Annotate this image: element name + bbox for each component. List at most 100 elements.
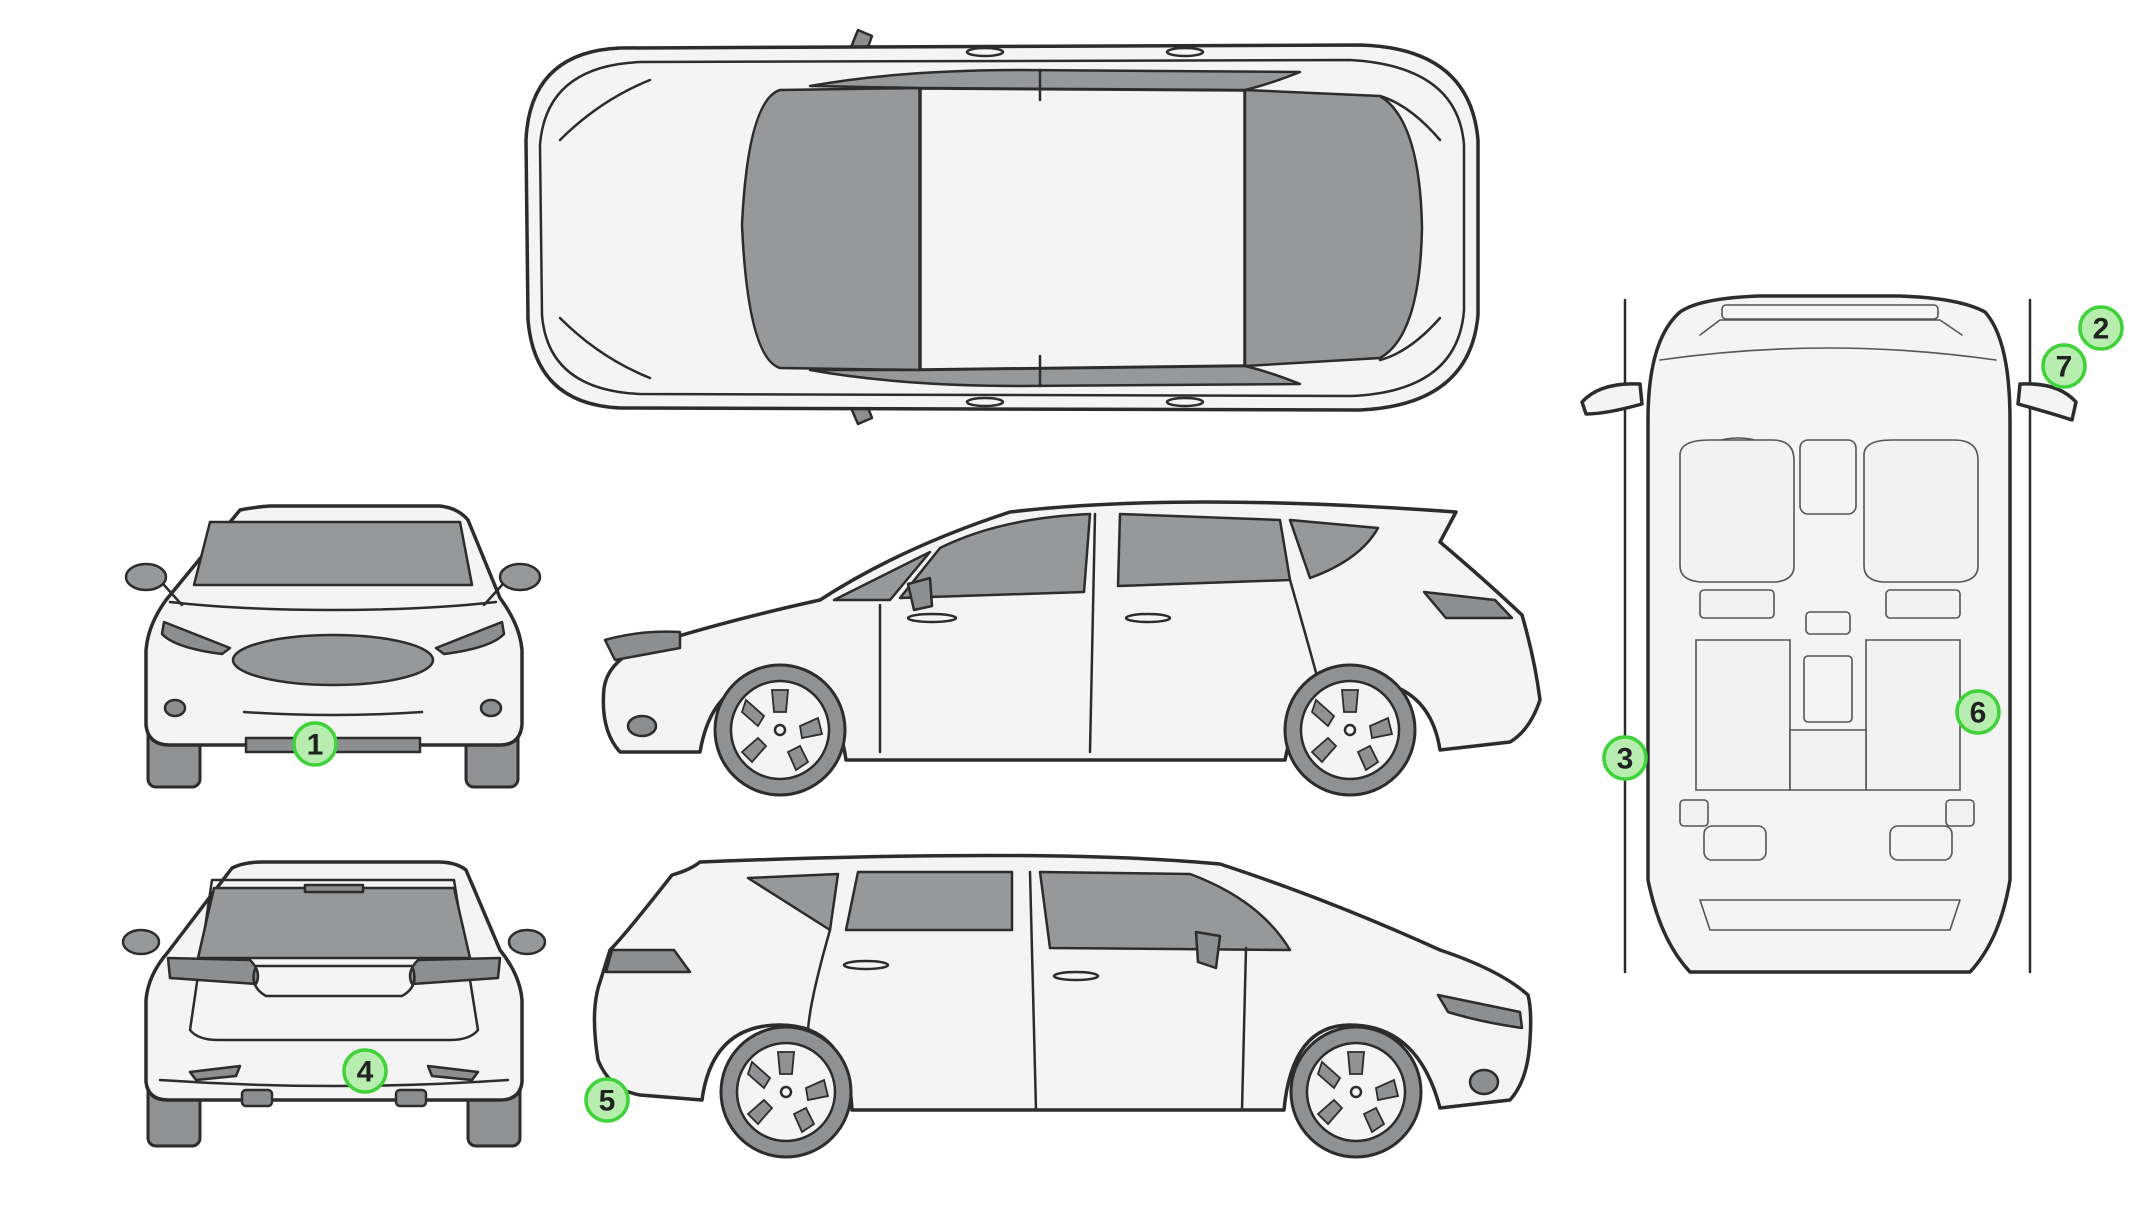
marker-6-circle — [1955, 689, 2001, 735]
left-side-view-front-hub — [773, 723, 787, 737]
right-side-view — [592, 853, 1533, 1159]
left-side-view-rear-spoke — [1356, 744, 1380, 772]
marker-6[interactable]: 6 — [1955, 689, 2001, 735]
right-side-view-door-line — [1240, 946, 1248, 1112]
left-side-view-rear-spoke — [1310, 736, 1338, 764]
right-side-view-headlight — [1436, 993, 1524, 1030]
right-side-view-fog-light — [1468, 1068, 1500, 1096]
marker-5[interactable]: 5 — [584, 1077, 630, 1123]
right-side-view-door-line — [806, 928, 832, 1032]
front-view-headlight-left — [160, 620, 232, 656]
interior-view-windshield-base — [1721, 304, 1939, 320]
rear-view-reflector-right — [426, 1064, 480, 1082]
marker-1[interactable]: 1 — [292, 721, 338, 767]
left-side-view-front-spoke — [798, 716, 824, 740]
marker-2-circle — [2078, 305, 2124, 351]
rear-view-reflector-left — [188, 1064, 242, 1082]
left-side-view-quarter-window — [832, 550, 932, 602]
marker-7[interactable]: 7 — [2041, 343, 2087, 389]
marker-3-circle — [1602, 735, 1648, 781]
top-view-handle — [965, 396, 1005, 408]
left-side-view-fog-light — [626, 714, 658, 738]
right-side-view-front-spoke — [1362, 1106, 1386, 1134]
marker-7-label: 7 — [2056, 351, 2073, 384]
front-view-grille — [231, 633, 435, 687]
interior-view-seat-belt-right — [1945, 799, 1975, 827]
interior-view-seat-belt-left — [1679, 799, 1709, 827]
front-view-fog-light-left — [163, 698, 187, 718]
right-side-view-front-spoke — [1316, 1098, 1344, 1126]
left-side-view-front-window — [898, 512, 1092, 600]
interior-view-front-seat-right — [1863, 439, 1979, 583]
interior-view-front-seat-left — [1679, 439, 1795, 583]
front-view-mirror-arm — [482, 583, 504, 607]
interior-view-rear-console — [1803, 655, 1853, 723]
right-side-view-rear-spoke — [777, 1051, 795, 1075]
marker-3[interactable]: 3 — [1602, 735, 1648, 781]
top-view-handle — [1165, 396, 1205, 408]
right-side-view-handle — [1052, 970, 1100, 982]
interior-view-trunk-bin-right — [1889, 825, 1953, 861]
right-side-view-rear-spoke — [804, 1078, 830, 1102]
marker-1-label: 1 — [307, 729, 324, 762]
right-side-view-rear-quarter-window — [746, 872, 840, 932]
top-view-roof — [918, 86, 1247, 372]
right-side-view-rear-spoke — [792, 1106, 816, 1134]
marker-7-circle — [2041, 343, 2087, 389]
interior-view-mirror-right — [2016, 382, 2078, 422]
left-side-view-front-spoke — [786, 744, 810, 772]
interior-view-trunk-floor — [1699, 899, 1961, 931]
interior-view-armrest — [1805, 611, 1851, 635]
front-view-windshield — [192, 520, 474, 587]
left-side-view-front-spoke — [740, 698, 766, 728]
top-view-body-inner — [538, 58, 1466, 398]
front-view-fog-light-right — [479, 698, 503, 718]
right-side-view-handle — [842, 959, 890, 971]
left-side-view-handle — [906, 612, 958, 624]
left-side-view-front-spoke — [771, 689, 789, 713]
rear-view-rear-window — [196, 886, 472, 960]
right-side-view-front-hub — [1349, 1085, 1363, 1099]
front-view-mirror-arm — [162, 583, 184, 607]
interior-view-rear-seat-middle — [1789, 729, 1867, 791]
front-view-mirror-right — [498, 562, 542, 592]
top-view — [524, 28, 1480, 426]
left-side-view-front-spoke — [740, 736, 768, 764]
top-view-handle — [1165, 46, 1205, 58]
left-side-view — [601, 500, 1542, 797]
marker-4-label: 4 — [357, 1056, 374, 1089]
left-side-view-rear-quarter-window — [1288, 518, 1380, 580]
right-side-view-rear-spoke — [746, 1098, 774, 1126]
marker-2[interactable]: 2 — [2078, 305, 2124, 351]
right-side-view-taillight — [604, 948, 692, 974]
front-view — [124, 504, 542, 789]
interior-view-front-seat-base-left — [1699, 589, 1775, 619]
marker-6-label: 6 — [1970, 697, 1987, 730]
left-side-view-rear-spoke — [1341, 689, 1359, 713]
rear-view-brake-light — [303, 883, 365, 894]
rear-view-bumper — [158, 1078, 510, 1088]
left-side-view-rear-hub — [1343, 723, 1357, 737]
front-view-hood-line — [168, 600, 498, 612]
marker-4[interactable]: 4 — [342, 1048, 388, 1094]
interior-view-rear-seat-right — [1865, 639, 1961, 791]
rear-view-mirror-right — [507, 928, 547, 956]
right-side-view-front-spoke — [1347, 1051, 1365, 1075]
rear-view-mirror-left — [121, 928, 161, 956]
top-view-windshield — [1243, 88, 1424, 368]
front-view-headlight-right — [434, 620, 506, 656]
right-side-view-door-line — [1028, 870, 1038, 1112]
top-view-side-window-lower — [808, 364, 1302, 388]
marker-4-circle — [342, 1048, 388, 1094]
interior-view — [1580, 294, 2078, 974]
marker-1-circle — [292, 721, 338, 767]
rear-view-exhaust-left — [240, 1088, 274, 1108]
right-side-view-mirror — [1194, 930, 1222, 970]
front-view-mirror-left — [124, 562, 168, 592]
left-side-view-taillight — [1422, 590, 1514, 620]
interior-view-front-seat-base-right — [1885, 589, 1961, 619]
marker-3-label: 3 — [1617, 743, 1634, 776]
left-side-view-handle — [1124, 612, 1172, 624]
